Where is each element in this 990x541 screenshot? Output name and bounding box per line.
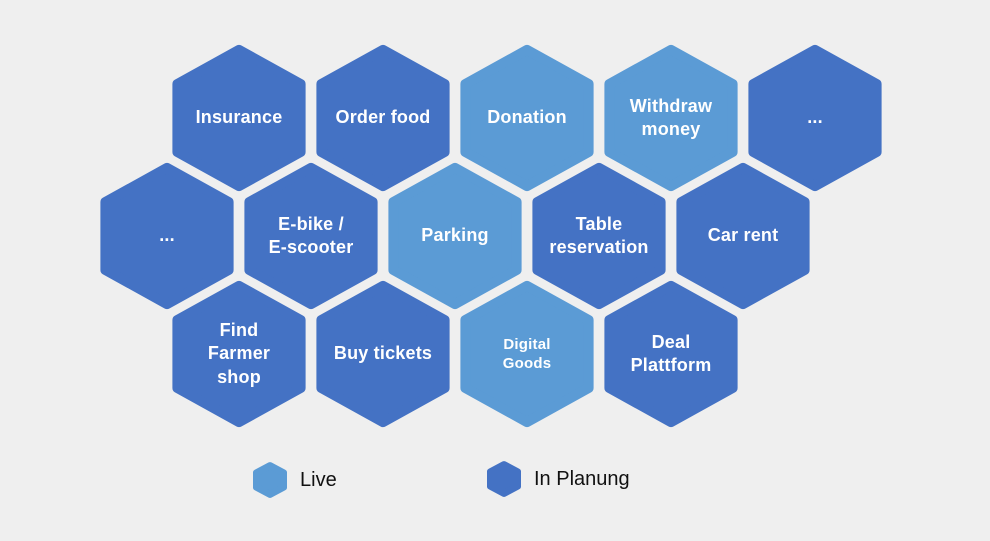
hexagon-label-deal-plattform: Deal Plattform bbox=[630, 331, 712, 375]
legend-label-live: Live bbox=[300, 468, 337, 491]
legend-label-in-planung: In Planung bbox=[534, 467, 630, 490]
hexagon-label-insurance: Insurance bbox=[195, 107, 283, 128]
hexagon-insurance: Insurance bbox=[172, 44, 306, 192]
hexagon-shape-icon bbox=[172, 280, 306, 428]
hexagon-shape-icon bbox=[316, 44, 450, 192]
hexagon-shape-icon bbox=[460, 280, 594, 428]
hexagon-label-ellipsis-left: ... bbox=[159, 225, 175, 246]
hexagon-label-ellipsis-top: ... bbox=[807, 107, 823, 128]
hexagon-buy-tickets: Buy tickets bbox=[316, 280, 450, 428]
hexagon-label-e-bike-e-scooter: E-bike / E-scooter bbox=[268, 213, 354, 257]
hexagon-label-parking: Parking bbox=[421, 225, 489, 246]
hexagon-parking: Parking bbox=[388, 162, 522, 310]
hexagon-shape-icon bbox=[244, 162, 378, 310]
hexagon-label-digital-goods: Digital Goods bbox=[502, 335, 552, 373]
hexagon-table-reservation: Table reservation bbox=[532, 162, 666, 310]
hexagon-shape-icon bbox=[388, 162, 522, 310]
hexagon-shape-icon bbox=[604, 44, 738, 192]
hexagon-label-car-rent: Car rent bbox=[707, 225, 779, 246]
hexagon-label-withdraw-money: Withdraw money bbox=[629, 95, 713, 139]
live-swatch-shape-icon bbox=[253, 462, 287, 498]
hexagon-shape-icon bbox=[100, 162, 234, 310]
hexagon-shape-icon bbox=[460, 44, 594, 192]
hexagon-deal-plattform: Deal Plattform bbox=[604, 280, 738, 428]
in-planung-hexagon-icon bbox=[487, 461, 521, 497]
hexagon-donation: Donation bbox=[460, 44, 594, 192]
hexagon-shape-icon bbox=[172, 44, 306, 192]
hexagon-shape-icon bbox=[748, 44, 882, 192]
hexagon-label-find-farmer-shop: Find Farmer shop bbox=[207, 319, 271, 387]
hexagon-car-rent: Car rent bbox=[676, 162, 810, 310]
hexagon-find-farmer-shop: Find Farmer shop bbox=[172, 280, 306, 428]
hexagon-withdraw-money: Withdraw money bbox=[604, 44, 738, 192]
hexagon-digital-goods: Digital Goods bbox=[460, 280, 594, 428]
hexagon-shape-icon bbox=[532, 162, 666, 310]
hexagon-label-donation: Donation bbox=[487, 107, 567, 128]
hexagon-ellipsis-left: ... bbox=[100, 162, 234, 310]
hexagon-e-bike-e-scooter: E-bike / E-scooter bbox=[244, 162, 378, 310]
hexagon-label-order-food: Order food bbox=[335, 107, 431, 128]
hexagon-label-table-reservation: Table reservation bbox=[549, 213, 649, 257]
legend-item-live: Live bbox=[253, 462, 337, 498]
hexagon-order-food: Order food bbox=[316, 44, 450, 192]
in-planung-swatch-shape-icon bbox=[487, 461, 521, 497]
live-hexagon-icon bbox=[253, 462, 287, 498]
legend-item-in-planung: In Planung bbox=[487, 461, 630, 497]
hexagon-shape-icon bbox=[604, 280, 738, 428]
hexagon-shape-icon bbox=[316, 280, 450, 428]
hexagon-shape-icon bbox=[676, 162, 810, 310]
hexagon-label-buy-tickets: Buy tickets bbox=[333, 343, 433, 364]
hexagon-ellipsis-top: ... bbox=[748, 44, 882, 192]
